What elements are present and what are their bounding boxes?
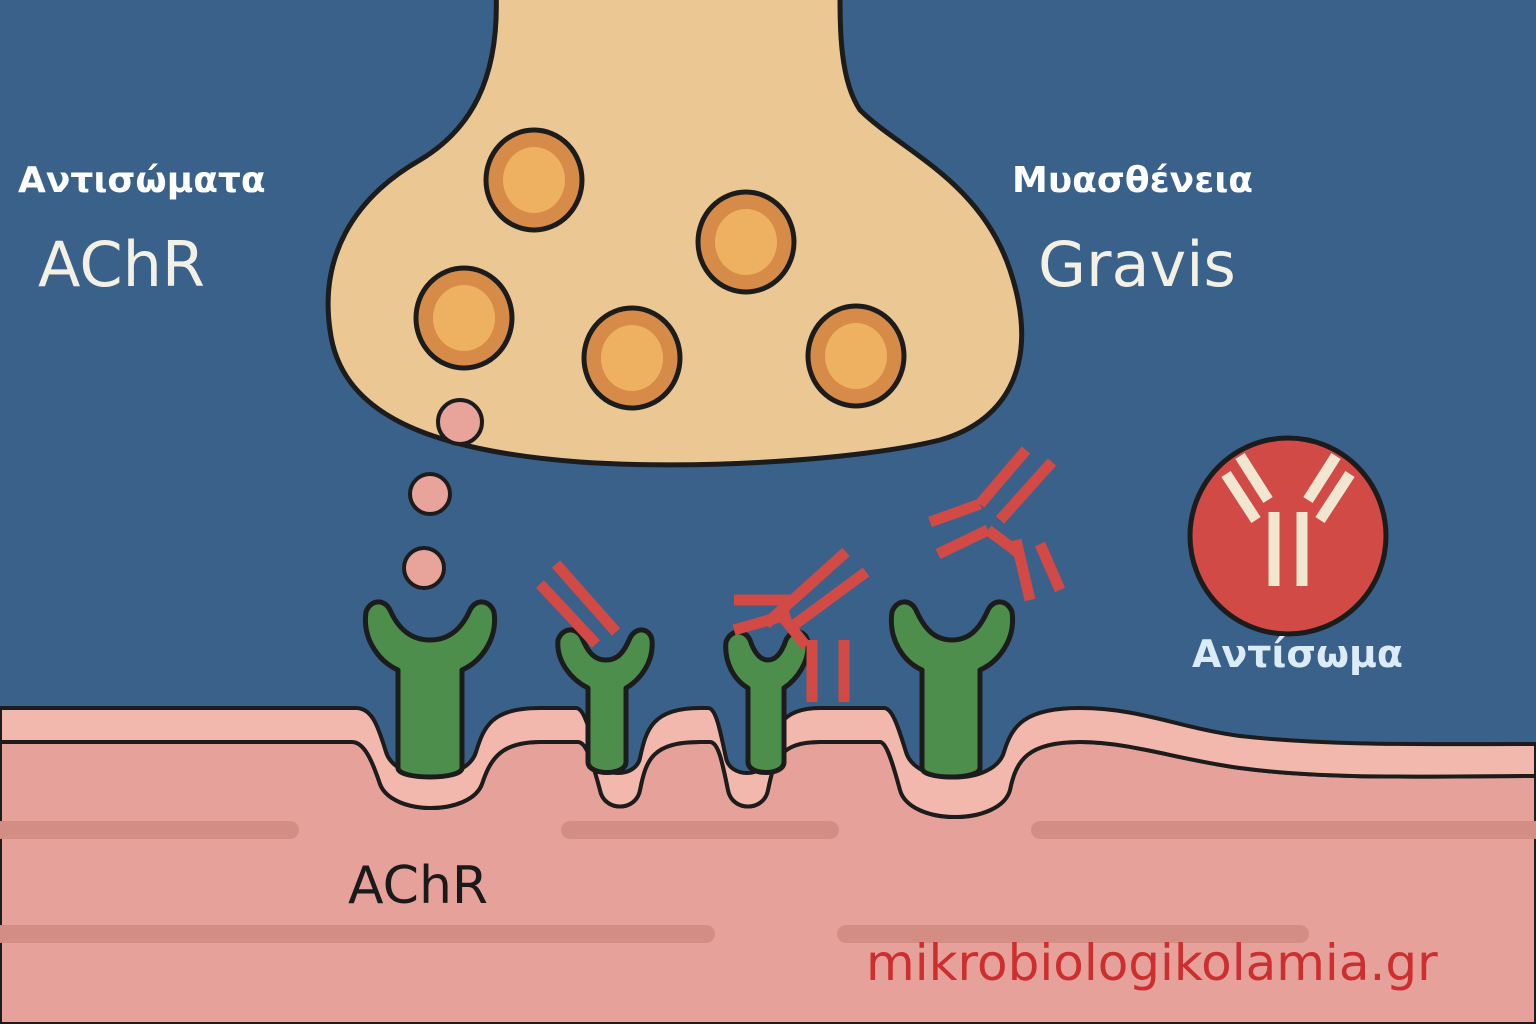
label-antibodies: Αντισώματα bbox=[18, 160, 266, 201]
receptor-y-icon bbox=[888, 599, 1016, 780]
vesicle bbox=[695, 189, 797, 295]
label-achr-title: AChR bbox=[38, 228, 205, 301]
acetylcholine-molecules bbox=[402, 398, 484, 590]
muscle-striations bbox=[0, 821, 1536, 943]
antibodies bbox=[535, 446, 1066, 702]
antibody-free bbox=[928, 446, 1066, 602]
vesicle bbox=[483, 127, 585, 233]
acetylcholine-molecule bbox=[402, 546, 446, 590]
acetylcholine-molecule bbox=[436, 398, 484, 446]
watermark-text: mikrobiologikolamia.gr bbox=[866, 934, 1438, 992]
synaptic-vesicles bbox=[413, 127, 907, 411]
vesicle bbox=[413, 265, 515, 371]
label-achr-muscle: AChR bbox=[348, 856, 489, 916]
label-gravis: Gravis bbox=[1038, 228, 1236, 301]
label-antibody: Αντίσωμα bbox=[1192, 632, 1404, 676]
label-myasthenia: Μυασθένεια bbox=[1012, 160, 1253, 201]
vesicle bbox=[581, 305, 683, 411]
antibody-bound bbox=[732, 547, 870, 702]
acetylcholine-molecule bbox=[408, 472, 452, 516]
antibody-bound bbox=[535, 560, 621, 648]
receptor-y-icon bbox=[362, 599, 498, 780]
receptor-y-icon bbox=[555, 627, 655, 775]
achr-receptors bbox=[362, 599, 1016, 780]
vesicle bbox=[805, 303, 907, 409]
antibody-badge bbox=[1187, 435, 1389, 637]
antibody-y-icon bbox=[1221, 453, 1355, 586]
